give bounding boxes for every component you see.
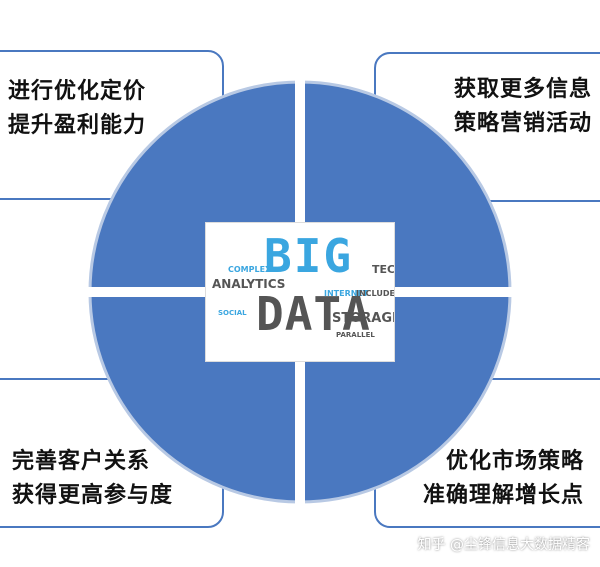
word-internet: INTERNET xyxy=(324,289,369,298)
word-big: BIG xyxy=(264,229,354,283)
label-bottom-left-line1: 完善客户关系 xyxy=(12,448,151,474)
watermark: 知乎 @尘锋信息大数据精客 xyxy=(417,537,590,553)
word-storage: STORAGE xyxy=(332,311,395,326)
word-analytics: ANALYTICS xyxy=(212,277,286,291)
label-bottom-left-line2: 获得更高参与度 xyxy=(12,482,174,508)
word-complex: COMPLEX xyxy=(228,265,272,274)
word-include: INCLUDE xyxy=(356,289,395,298)
label-top-left-line2: 提升盈利能力 xyxy=(8,112,147,138)
word-tech: TECH xyxy=(372,263,395,276)
label-bottom-right-line1: 优化市场策略 xyxy=(445,448,584,474)
label-top-left-line1: 进行优化定价 xyxy=(8,78,147,104)
label-bottom-right: 优化市场策略 准确理解增长点 xyxy=(423,444,584,512)
word-parallel: PARALLEL xyxy=(336,331,375,339)
label-bottom-right-line2: 准确理解增长点 xyxy=(422,482,584,508)
label-top-right-line2: 策略营销活动 xyxy=(453,110,592,136)
label-top-left: 进行优化定价 提升盈利能力 xyxy=(8,74,146,142)
label-top-right: 获取更多信息 策略营销活动 xyxy=(454,72,592,140)
word-social: SOCIAL xyxy=(218,309,247,317)
word-data: DATA xyxy=(256,287,371,341)
big-data-word-cloud: BIG DATA ANALYTICS STORAGE TECH COMPLEX … xyxy=(205,222,395,362)
label-bottom-left: 完善客户关系 获得更高参与度 xyxy=(12,444,173,512)
label-top-right-line1: 获取更多信息 xyxy=(453,76,592,102)
